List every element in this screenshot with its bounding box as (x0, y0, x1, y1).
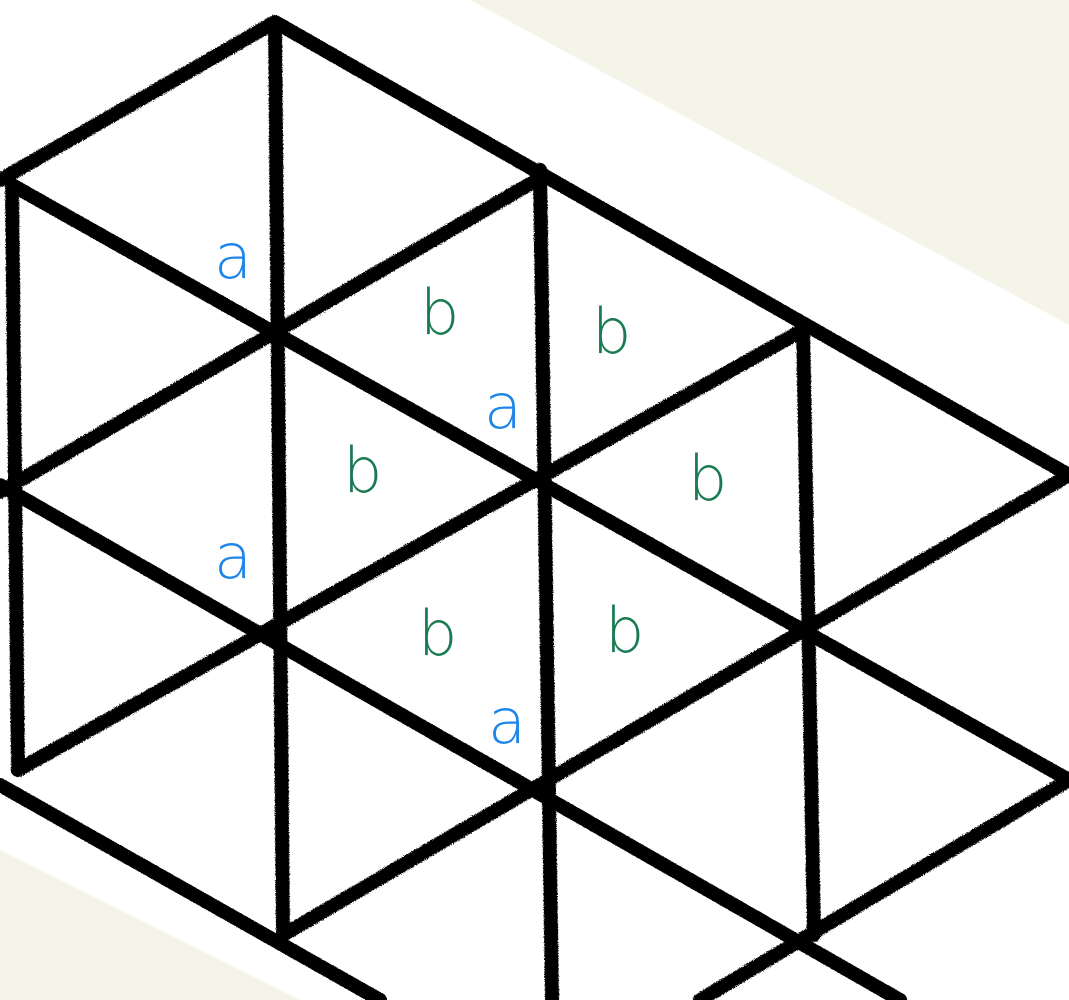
label-a: a (214, 520, 252, 593)
label-b: b (418, 597, 457, 670)
vertical-line-2 (268, 15, 290, 942)
up-diagonal-4 (276, 468, 1069, 942)
label-b: b (420, 276, 459, 349)
label-b: b (688, 442, 727, 515)
label-b: b (592, 295, 631, 368)
up-diagonal-1 (0, 15, 282, 187)
vertical-line-3 (533, 163, 559, 1000)
label-b: b (605, 594, 644, 667)
down-diagonal-1 (268, 15, 1069, 482)
label-a: a (484, 370, 522, 443)
down-diagonal-4 (0, 778, 387, 1000)
labels-a: a a a a (214, 220, 526, 758)
label-a: a (488, 685, 526, 758)
label-b: b (343, 434, 382, 507)
down-diagonal-3 (0, 478, 907, 1000)
labels-b: b b b b b b (343, 276, 727, 670)
triangle-grid (0, 15, 1069, 1000)
up-diagonal-3 (11, 323, 810, 777)
label-a: a (214, 220, 252, 293)
up-diagonal-2 (0, 171, 547, 499)
up-diagonal-5 (693, 773, 1069, 1000)
